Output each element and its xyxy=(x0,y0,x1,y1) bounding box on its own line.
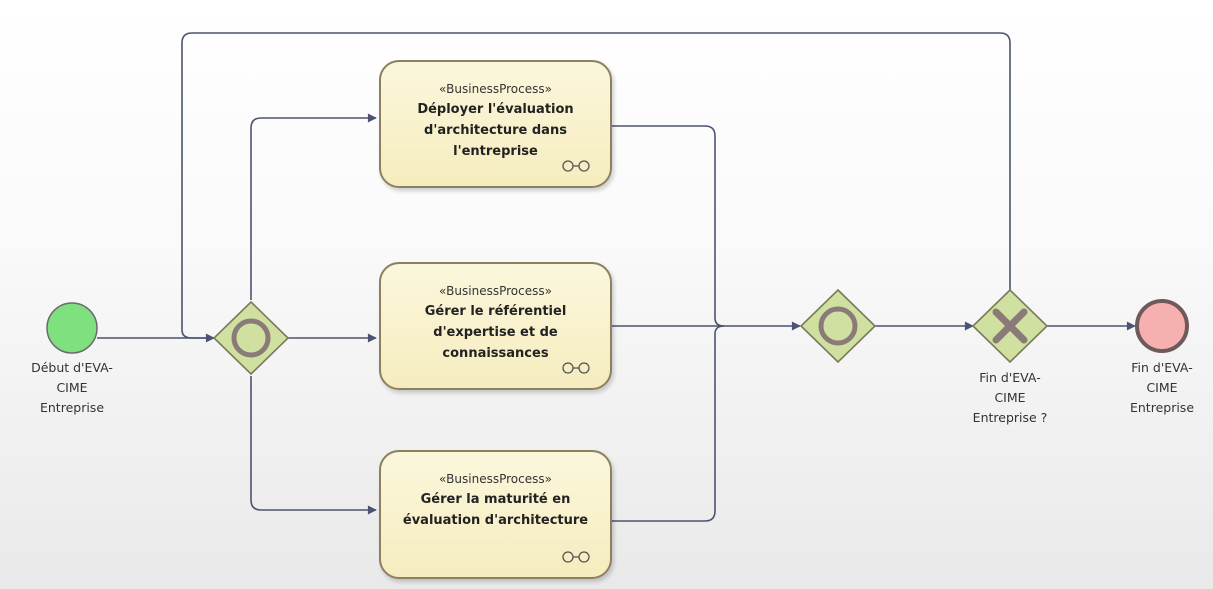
end-event-label: Fin d'EVA- CIME Entreprise xyxy=(1129,360,1195,415)
exclusive-x-icon xyxy=(992,308,1028,344)
flow-fork-to-process-3[interactable] xyxy=(250,376,377,515)
end-event[interactable] xyxy=(1135,299,1189,353)
start-event-label: Début d'EVA- CIME Entreprise xyxy=(31,360,113,415)
process-manage-expertise-repository[interactable]: «BusinessProcess» Gérer le référentiel d… xyxy=(379,262,612,390)
process-manage-evaluation-maturity[interactable]: «BusinessProcess» Gérer la maturité en é… xyxy=(379,450,612,579)
process-name: Gérer la maturité en évaluation d'archit… xyxy=(402,492,589,528)
flow-process-1-to-join[interactable] xyxy=(612,125,725,327)
fork-gateway[interactable] xyxy=(212,300,290,376)
flow-process-3-to-join[interactable] xyxy=(612,325,725,522)
decision-gateway-label: Fin d'EVA- CIME Entreprise ? xyxy=(972,370,1048,425)
process-stereotype: «BusinessProcess» xyxy=(439,472,552,486)
composite-link-icon xyxy=(562,362,590,374)
inclusive-circle-icon xyxy=(818,306,858,346)
composite-link-icon xyxy=(562,160,590,172)
process-name: Déployer l'évaluation d'architecture dan… xyxy=(417,102,574,159)
process-deploy-evaluation[interactable]: «BusinessProcess» Déployer l'évaluation … xyxy=(379,60,612,188)
flow-decision-loop-back[interactable] xyxy=(181,32,1011,339)
composite-link-icon xyxy=(562,551,590,563)
process-stereotype: «BusinessProcess» xyxy=(439,82,552,96)
start-event[interactable] xyxy=(46,302,98,354)
inclusive-circle-icon xyxy=(231,318,271,358)
flow-fork-to-process-1[interactable] xyxy=(250,113,377,300)
decision-gateway[interactable] xyxy=(971,288,1049,364)
process-stereotype: «BusinessProcess» xyxy=(439,284,552,298)
join-gateway[interactable] xyxy=(799,288,877,364)
process-name: Gérer le référentiel d'expertise et de c… xyxy=(424,304,567,361)
